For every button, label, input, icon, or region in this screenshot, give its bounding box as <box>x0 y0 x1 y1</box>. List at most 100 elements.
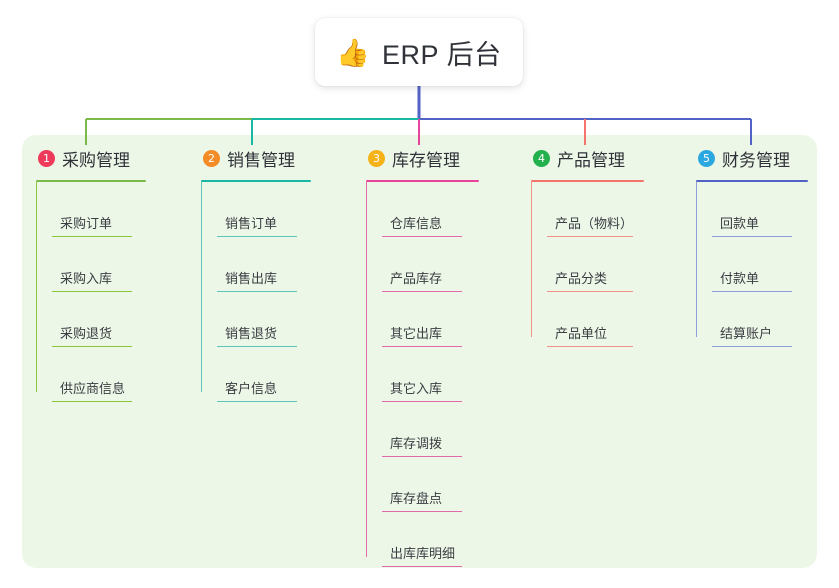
leaf-list: 仓库信息产品库存其它出库其它入库库存调拨库存盘点出库库明细 <box>366 182 531 567</box>
leaf-spine-line <box>531 182 533 337</box>
category-number-badge: 4 <box>533 149 550 167</box>
leaf-item-underline <box>217 400 297 402</box>
leaf-item-underline <box>217 290 297 292</box>
category-number-badge: 3 <box>368 149 385 167</box>
leaf-item-underline <box>382 235 462 237</box>
category-label: 财务管理 <box>722 150 790 170</box>
leaf-item-underline <box>382 345 462 347</box>
category-column-1: 1 采购管理采购订单采购入库采购退货供应商信息 <box>36 145 201 402</box>
category-header-3[interactable]: 3 库存管理 <box>366 145 531 171</box>
category-header-5[interactable]: 5 财务管理 <box>696 145 839 171</box>
leaf-item-label: 仓库信息 <box>390 215 443 231</box>
leaf-item-label: 销售退货 <box>225 325 278 341</box>
leaf-item[interactable]: 产品（物料） <box>547 182 696 237</box>
leaf-spine-line <box>696 182 698 337</box>
leaf-item-label: 产品分类 <box>555 270 608 286</box>
leaf-item[interactable]: 供应商信息 <box>52 347 201 402</box>
category-column-5: 5 财务管理回款单付款单结算账户 <box>696 145 839 347</box>
leaf-item-underline <box>52 400 132 402</box>
category-label: 采购管理 <box>62 150 130 170</box>
category-header-2[interactable]: 2 销售管理 <box>201 145 366 171</box>
category-label: 销售管理 <box>227 150 295 170</box>
leaf-item-label: 采购退货 <box>60 325 113 341</box>
leaf-item-underline <box>547 345 633 347</box>
leaf-item-label: 销售出库 <box>225 270 278 286</box>
category-header-4[interactable]: 4 产品管理 <box>531 145 696 171</box>
leaf-item-underline <box>547 235 633 237</box>
leaf-item-label: 销售订单 <box>225 215 278 231</box>
leaf-list: 销售订单销售出库销售退货客户信息 <box>201 182 366 402</box>
leaf-item[interactable]: 库存盘点 <box>382 457 531 512</box>
leaf-item-underline <box>382 455 462 457</box>
leaf-item-underline <box>52 290 132 292</box>
leaf-item-underline <box>712 290 792 292</box>
leaf-spine-line <box>201 182 203 392</box>
leaf-item[interactable]: 结算账户 <box>712 292 839 347</box>
category-label: 产品管理 <box>557 150 625 170</box>
category-underline <box>366 180 479 182</box>
leaf-item[interactable]: 其它入库 <box>382 347 531 402</box>
category-underline <box>201 180 311 182</box>
leaf-item[interactable]: 产品单位 <box>547 292 696 347</box>
leaf-item[interactable]: 库存调拨 <box>382 402 531 457</box>
leaf-item-underline <box>712 235 792 237</box>
leaf-item-label: 产品单位 <box>555 325 608 341</box>
leaf-item[interactable]: 销售订单 <box>217 182 366 237</box>
thumbs-up-icon: 👍 <box>336 37 371 68</box>
leaf-item-label: 采购入库 <box>60 270 113 286</box>
leaf-item-label: 其它入库 <box>390 380 443 396</box>
leaf-list: 产品（物料） 产品分类产品单位 <box>531 182 696 347</box>
leaf-item-label: 采购订单 <box>60 215 113 231</box>
leaf-item-underline <box>217 235 297 237</box>
leaf-item-label: 供应商信息 <box>60 380 126 396</box>
leaf-item-label: 回款单 <box>720 215 760 231</box>
leaf-item[interactable]: 付款单 <box>712 237 839 292</box>
leaf-item-label: 出库库明细 <box>390 545 456 561</box>
category-underline <box>531 180 644 182</box>
leaf-item[interactable]: 回款单 <box>712 182 839 237</box>
leaf-spine-line <box>36 182 38 392</box>
category-header-1[interactable]: 1 采购管理 <box>36 145 201 171</box>
leaf-item[interactable]: 出库库明细 <box>382 512 531 567</box>
leaf-item-underline <box>712 345 792 347</box>
leaf-item[interactable]: 采购订单 <box>52 182 201 237</box>
leaf-item-label: 库存调拨 <box>390 435 443 451</box>
category-column-4: 4 产品管理产品（物料） 产品分类产品单位 <box>531 145 696 347</box>
leaf-item-label: 结算账户 <box>720 325 773 341</box>
leaf-list: 回款单付款单结算账户 <box>696 182 839 347</box>
leaf-item[interactable]: 销售退货 <box>217 292 366 347</box>
leaf-item-underline <box>52 235 132 237</box>
leaf-item-underline <box>382 400 462 402</box>
leaf-item[interactable]: 产品库存 <box>382 237 531 292</box>
category-underline <box>36 180 146 182</box>
category-number-badge: 1 <box>38 149 55 167</box>
leaf-item-underline <box>217 345 297 347</box>
leaf-item[interactable]: 客户信息 <box>217 347 366 402</box>
leaf-item[interactable]: 销售出库 <box>217 237 366 292</box>
categories-panel <box>22 135 817 568</box>
leaf-item[interactable]: 仓库信息 <box>382 182 531 237</box>
leaf-item-underline <box>382 290 462 292</box>
leaf-item-underline <box>52 345 132 347</box>
leaf-item-label: 付款单 <box>720 270 760 286</box>
category-column-2: 2 销售管理销售订单销售出库销售退货客户信息 <box>201 145 366 402</box>
root-title: ERP 后台 <box>382 39 502 70</box>
leaf-item-label: 其它出库 <box>390 325 443 341</box>
category-underline <box>696 180 808 182</box>
leaf-item-underline <box>382 565 462 567</box>
category-number-badge: 5 <box>698 149 715 167</box>
leaf-item-label: 产品库存 <box>390 270 443 286</box>
category-number-badge: 2 <box>203 149 220 167</box>
leaf-item[interactable]: 其它出库 <box>382 292 531 347</box>
leaf-item-label: 库存盘点 <box>390 490 443 506</box>
category-label: 库存管理 <box>392 150 460 170</box>
leaf-item[interactable]: 采购退货 <box>52 292 201 347</box>
root-node[interactable]: 👍 ERP 后台 <box>315 18 523 86</box>
leaf-list: 采购订单采购入库采购退货供应商信息 <box>36 182 201 402</box>
leaf-item[interactable]: 采购入库 <box>52 237 201 292</box>
leaf-item[interactable]: 产品分类 <box>547 237 696 292</box>
leaf-item-label: 客户信息 <box>225 380 278 396</box>
leaf-item-label: 产品（物料） <box>555 215 634 231</box>
